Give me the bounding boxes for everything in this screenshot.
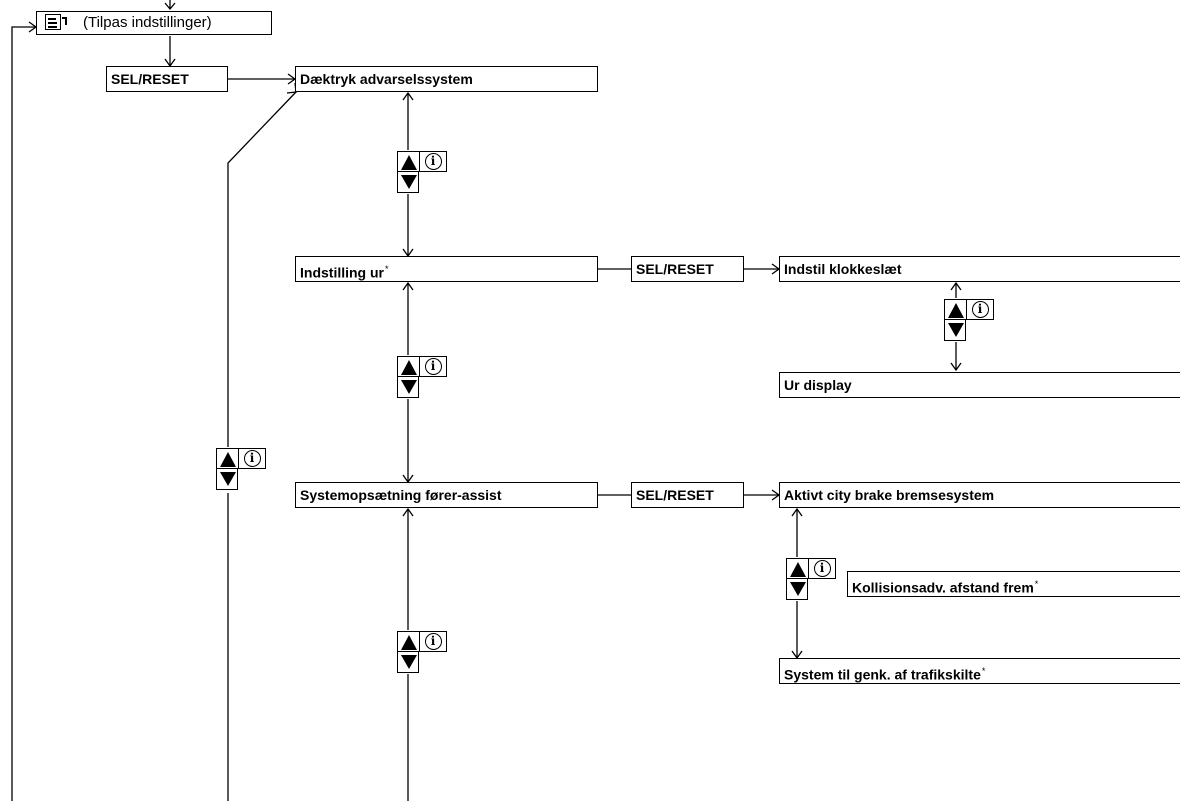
sel-reset-box: SEL/RESET <box>631 482 744 508</box>
triangle-up-icon <box>397 151 419 172</box>
clock-setting-label: Indstilling ur <box>300 264 384 281</box>
info-circle-icon: i <box>808 558 836 579</box>
info-glyph: i <box>424 358 442 375</box>
triangle-up-icon <box>397 631 419 652</box>
sel-reset-box: SEL/RESET <box>631 256 744 282</box>
footnote-asterisk: * <box>1034 579 1039 589</box>
menu-list-icon-tab <box>65 17 67 25</box>
set-time-box: Indstil klokkeslæt <box>779 256 1180 282</box>
customize-settings-header: (Tilpas indstillinger) <box>36 11 272 35</box>
up-info-down-control: i <box>397 151 447 193</box>
info-circle-icon: i <box>238 448 266 469</box>
clock-display-label: Ur display <box>784 377 852 393</box>
info-glyph: i <box>813 560 831 577</box>
left-column-upper-line <box>227 91 297 447</box>
menu-list-icon-tab <box>62 17 66 19</box>
triangle-up-icon <box>216 448 238 469</box>
triangle-up-icon <box>944 299 966 320</box>
driver-assist-label: Systemopsætning fører-assist <box>300 487 502 503</box>
driver-assist-box: Systemopsætning fører-assist <box>295 482 598 508</box>
forward-collision-box: Kollisionsadv. afstand frem* <box>847 571 1180 597</box>
arrowhead <box>950 362 962 372</box>
set-time-label: Indstil klokkeslæt <box>784 261 902 277</box>
sel-reset-label: SEL/RESET <box>636 261 714 277</box>
triangle-down-icon <box>944 320 966 341</box>
arrowhead <box>791 507 803 517</box>
arrowhead <box>402 281 414 291</box>
footnote-asterisk: * <box>385 264 389 274</box>
info-glyph: i <box>971 301 989 318</box>
triangle-down-icon <box>397 652 419 673</box>
arrowhead <box>950 281 962 291</box>
sel-reset-label: SEL/RESET <box>111 71 189 87</box>
clock-setting-box: Indstilling ur* <box>295 256 598 282</box>
up-info-down-control: i <box>786 558 836 600</box>
clock-display-box: Ur display <box>779 372 1180 398</box>
info-circle-icon: i <box>419 356 447 377</box>
triangle-down-icon <box>786 579 808 600</box>
tpms-label: Dæktryk advarselssystem <box>300 71 473 87</box>
info-glyph: i <box>424 153 442 170</box>
triangle-down-icon <box>216 469 238 490</box>
tpms-box: Dæktryk advarselssystem <box>295 66 598 92</box>
info-circle-icon: i <box>419 151 447 172</box>
sel-reset-label: SEL/RESET <box>636 487 714 503</box>
triangle-up-icon <box>397 356 419 377</box>
triangle-down-icon <box>397 377 419 398</box>
triangle-up-icon <box>786 558 808 579</box>
header-label: (Tilpas indstillinger) <box>83 14 212 31</box>
footnote-asterisk: * <box>981 666 986 676</box>
city-brake-box: Aktivt city brake bremsesystem <box>779 482 1180 508</box>
arrowhead <box>402 91 414 101</box>
city-brake-label: Aktivt city brake bremsesystem <box>784 487 995 503</box>
menu-list-icon <box>45 14 61 30</box>
triangle-down-icon <box>397 172 419 193</box>
return-loop-line <box>11 26 36 801</box>
info-glyph: i <box>424 633 442 650</box>
up-info-down-control: i <box>216 448 266 490</box>
sign-recognition-label: System til genk. af trafikskilte <box>784 666 981 683</box>
sel-reset-box: SEL/RESET <box>106 66 228 92</box>
up-info-down-control: i <box>397 631 447 673</box>
up-info-down-control: i <box>944 299 994 341</box>
up-info-down-control: i <box>397 356 447 398</box>
arrowhead <box>402 507 414 517</box>
forward-collision-label: Kollisionsadv. afstand frem <box>852 579 1034 596</box>
info-circle-icon: i <box>966 299 994 320</box>
info-circle-icon: i <box>419 631 447 652</box>
info-glyph: i <box>243 450 261 467</box>
arrowhead <box>164 2 176 11</box>
sign-recognition-box: System til genk. af trafikskilte* <box>779 658 1180 684</box>
